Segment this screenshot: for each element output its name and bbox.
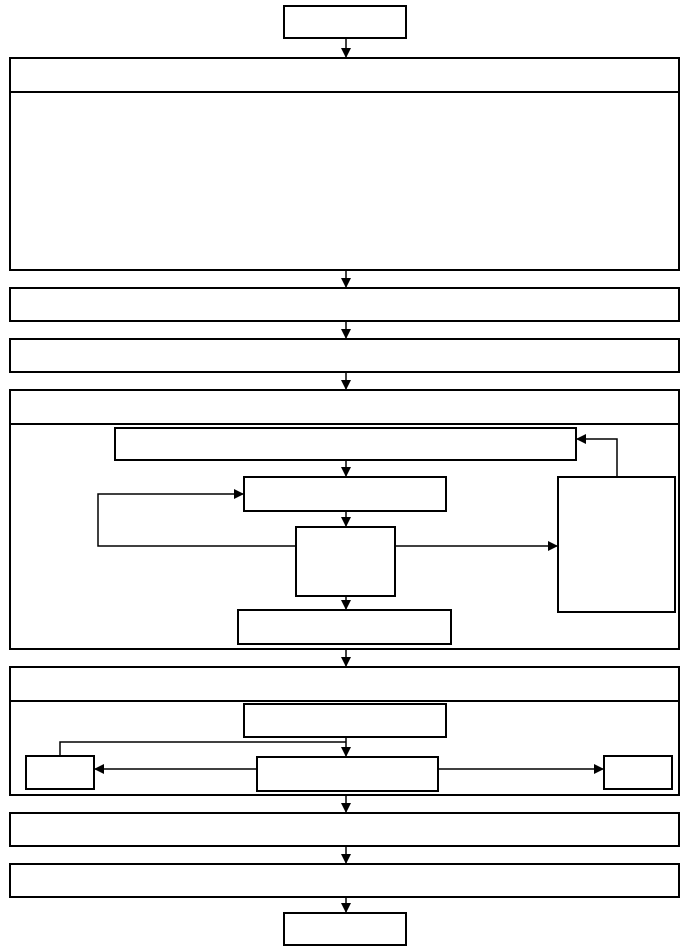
step-4-middle-box [243,476,447,512]
step-4-bottom-box [237,609,452,645]
step-5-left-box [25,755,95,790]
step-1-header [11,59,678,93]
step-2-box [9,287,680,322]
step-1-body [11,93,678,269]
step-6-box [9,812,680,847]
step-4-top-box [114,427,577,461]
step-1-section [9,57,680,271]
step-7-box [9,863,680,898]
step-5-header [11,668,678,702]
step-3-box [9,338,680,373]
step-4-header [11,391,678,425]
step-5-center-box [256,756,439,792]
step-5-top-box [243,703,447,738]
step-4-decision-box [295,526,396,597]
step-5-right-box [603,755,673,790]
end-node [283,912,407,946]
start-node [283,5,407,39]
step-4-side-box [557,476,676,613]
